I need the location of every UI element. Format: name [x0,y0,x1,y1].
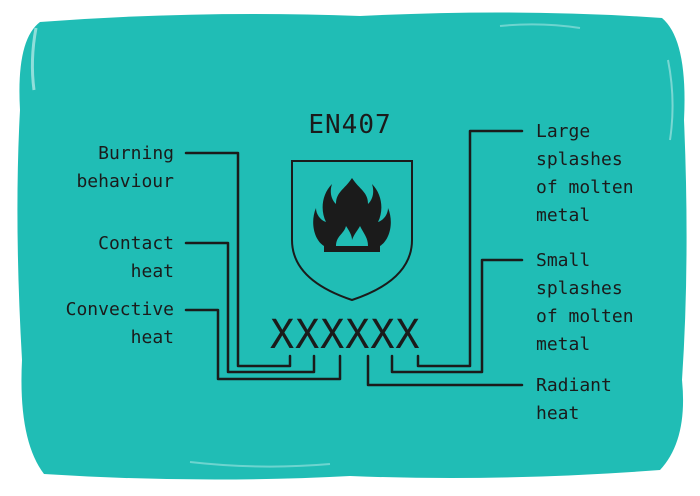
label-radiant-heat: Radiant heat [536,375,612,424]
label-burning-behaviour: Burning behaviour [76,143,174,192]
connector-large-splashes [416,129,524,368]
label-small-splashes: Small splashes of molten metal [536,250,634,355]
shield-icon [291,160,413,302]
label-large-splashes: Large splashes of molten metal [536,121,634,226]
connector-burning [184,151,292,368]
label-contact-heat: Contact heat [98,233,174,282]
connector-small-splashes [390,258,524,374]
connector-radiant [366,354,524,387]
connector-convective [184,308,342,381]
standard-title: EN407 [308,110,392,140]
flame-icon [313,178,391,252]
connector-contact [184,241,316,374]
label-convective-heat: Convective heat [65,299,174,348]
performance-code: XXXXXX [270,312,421,358]
